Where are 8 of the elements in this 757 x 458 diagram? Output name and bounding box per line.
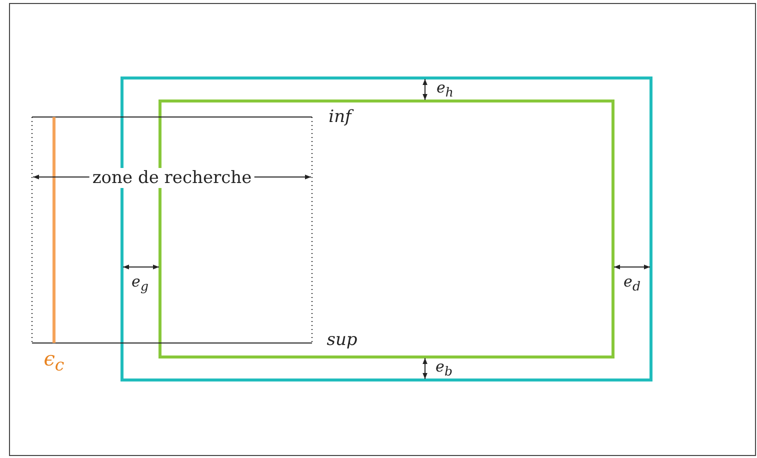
dimension-label: e$_{b}$	[436, 356, 452, 380]
dimension-label: e$_{h}$	[436, 78, 454, 102]
dimension-label: e$_{g}$	[132, 272, 148, 296]
threshold-label: ϵ$_{c}$	[44, 348, 64, 376]
zone-label: zone de recherche	[89, 168, 255, 188]
bound-label: inf	[328, 107, 352, 127]
dimension-label: e$_{d}$	[624, 272, 640, 296]
bound-label: sup	[326, 330, 358, 350]
